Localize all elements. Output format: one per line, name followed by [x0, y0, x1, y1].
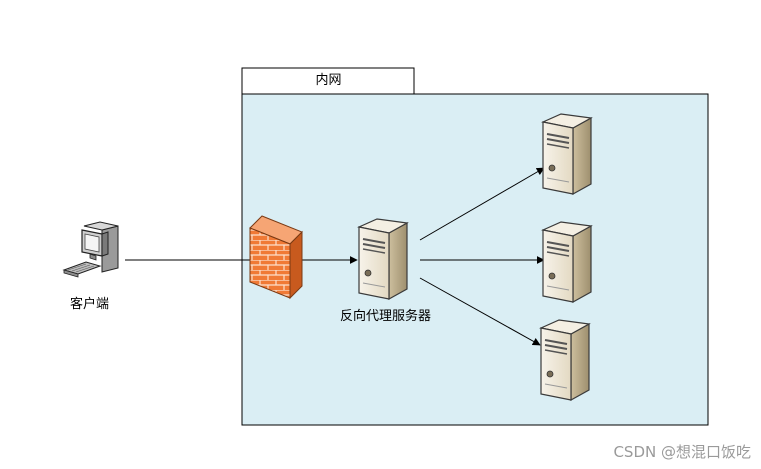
intranet-zone [241, 67, 709, 426]
desktop-computer-icon [62, 221, 119, 278]
intranet-zone-tab [241, 67, 415, 95]
proxy-server-icon [358, 218, 408, 300]
proxy-to-backend-3-arrow [419, 277, 541, 346]
watermark: CSDN @想混口饭吃 [613, 443, 751, 461]
backend-server-2-icon [542, 221, 592, 303]
proxy-to-backend-1-arrow [419, 167, 545, 241]
connections [125, 167, 545, 346]
backend-server-1-icon [542, 113, 592, 195]
firewall-icon [249, 215, 303, 300]
client-label: 客户端 [70, 297, 110, 312]
proxy-server-label: 反向代理服务器 [340, 309, 432, 324]
intranet-zone-title: 内网 [315, 73, 342, 88]
backend-server-3-icon [540, 319, 590, 401]
